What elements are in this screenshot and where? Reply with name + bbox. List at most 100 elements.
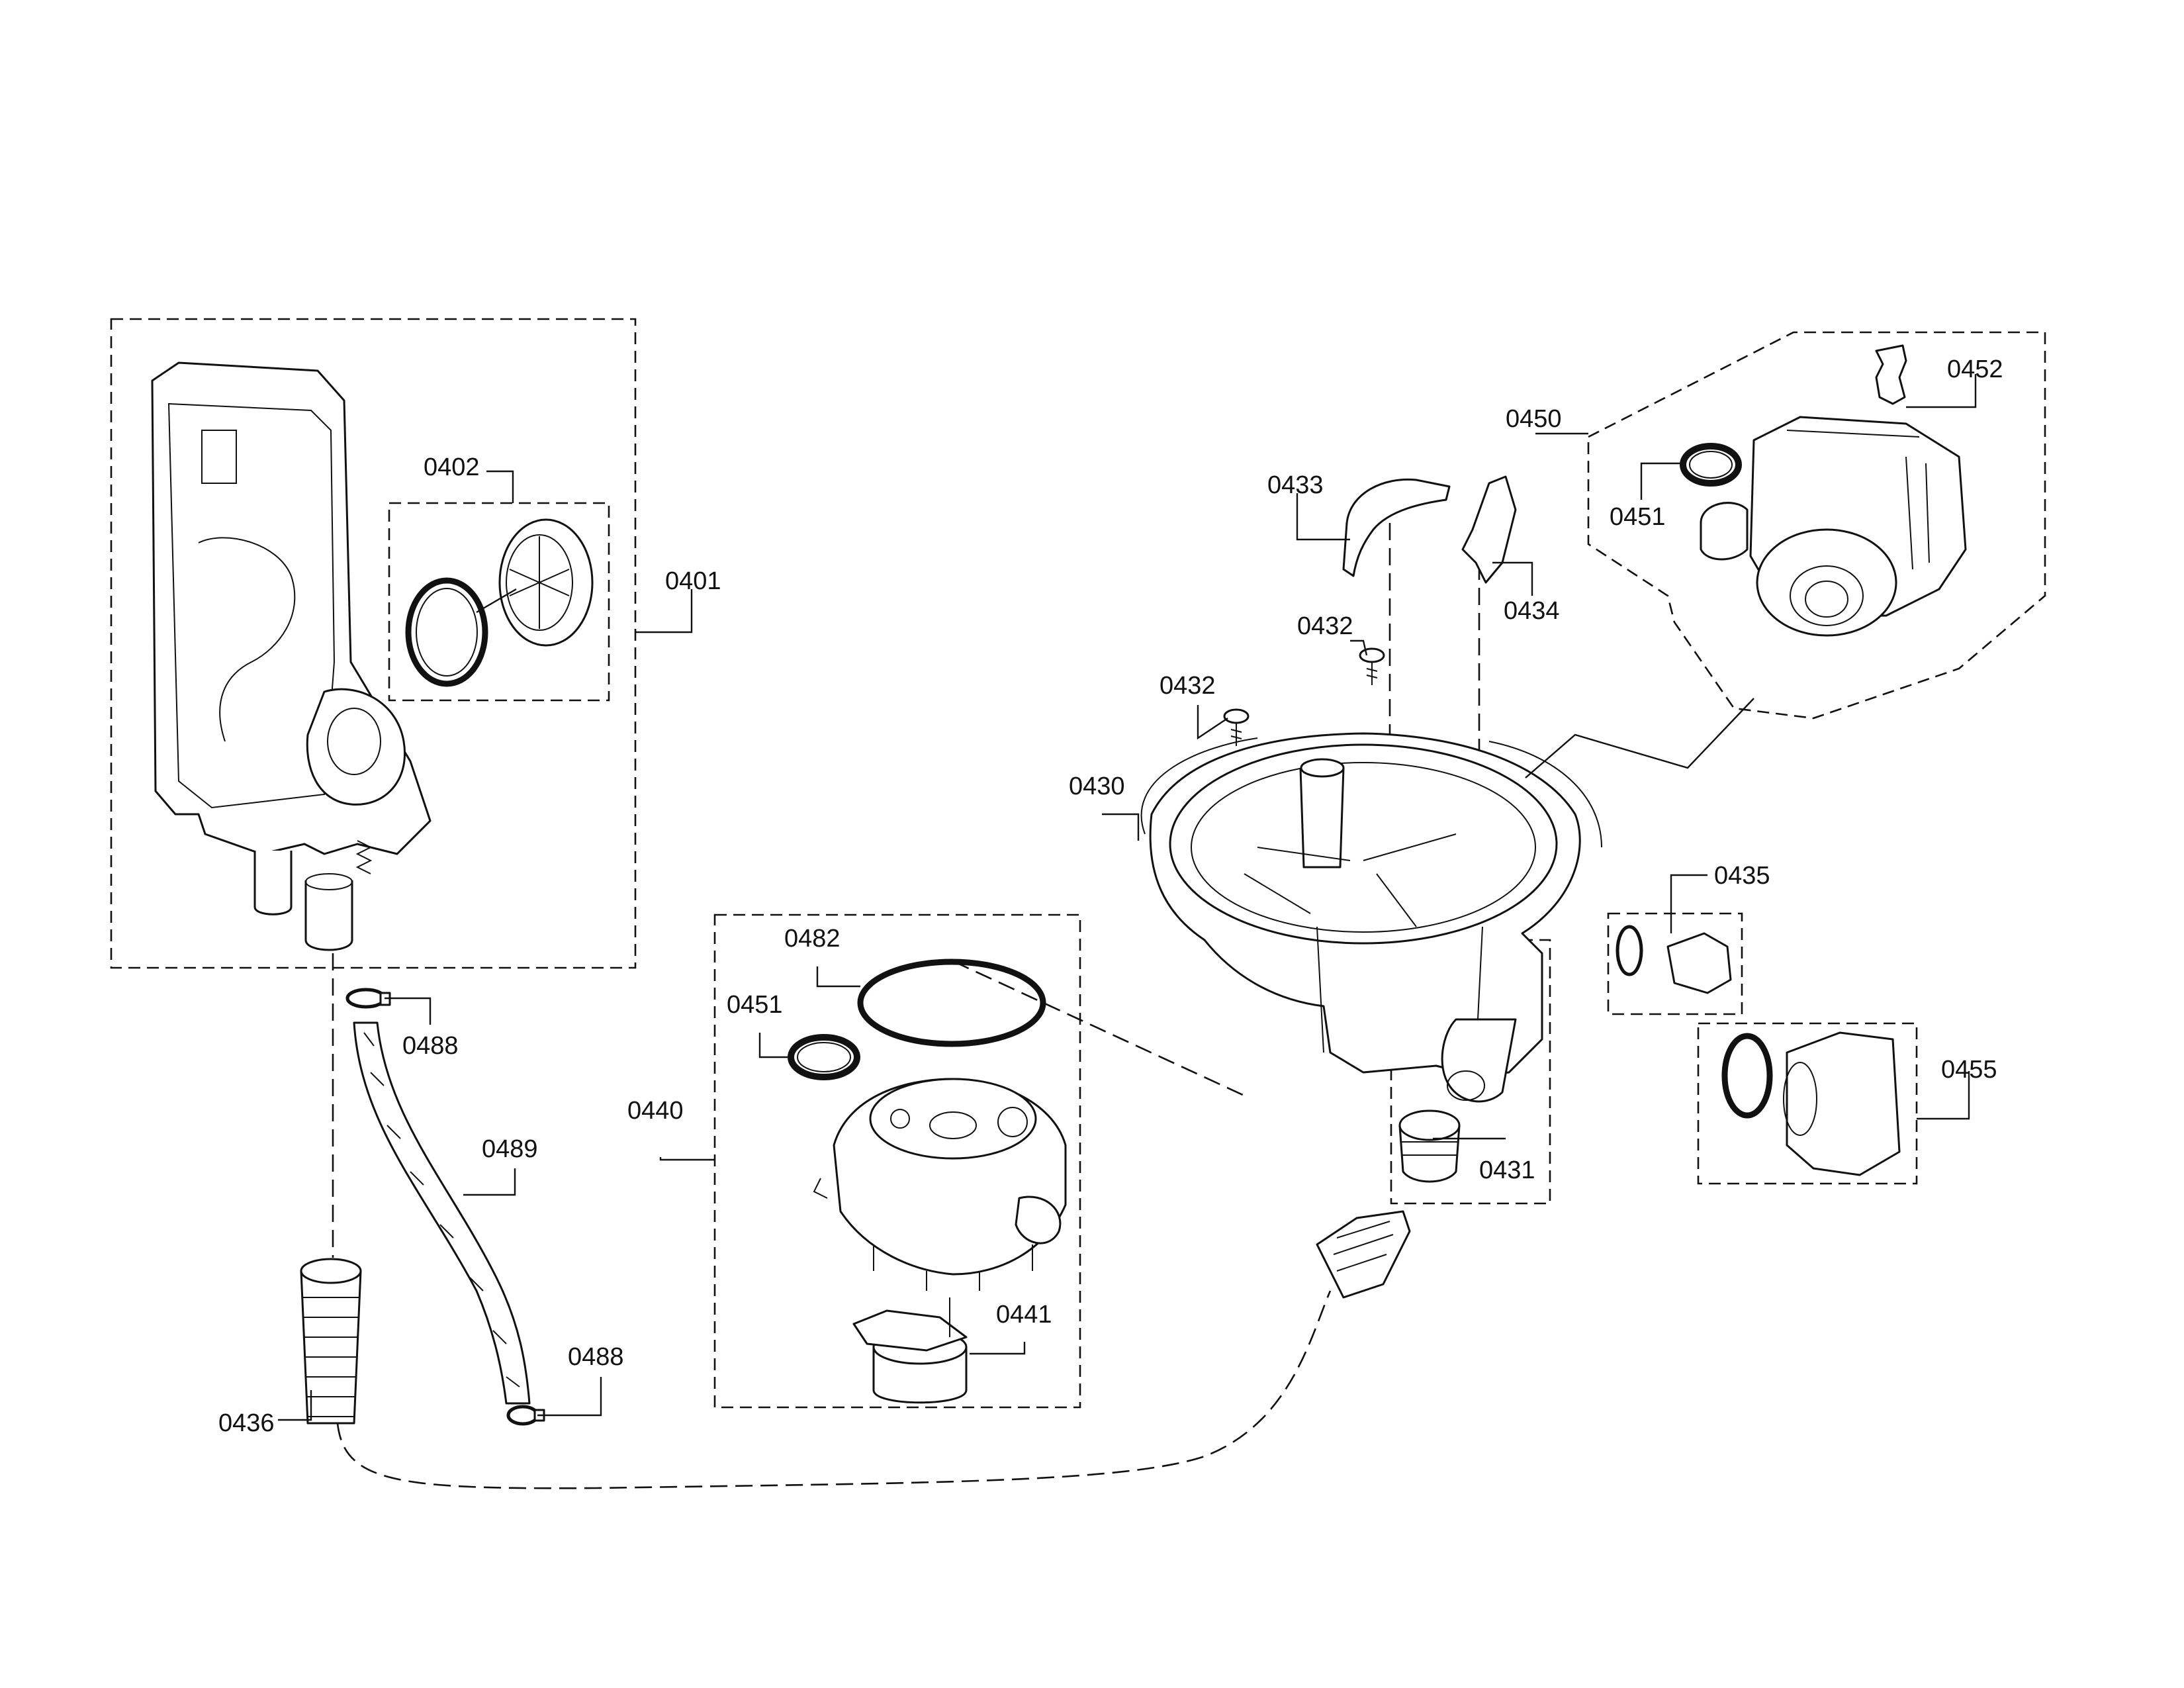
pump-ribs xyxy=(1786,430,1930,570)
part-0452-mount xyxy=(1875,344,1907,405)
mount-body xyxy=(1875,344,1907,405)
part-0440-pump-housing xyxy=(813,1078,1067,1291)
part-0434-bracket xyxy=(1461,475,1517,584)
part-0435-sensor xyxy=(1615,925,1732,994)
pump-inlet-inner xyxy=(1805,581,1848,618)
assembly-line-drain-hose xyxy=(336,1290,1332,1489)
label-0450: 0450 xyxy=(1506,405,1562,433)
housing-outlet-right xyxy=(304,880,353,951)
sump-ribs xyxy=(1244,833,1457,927)
label-0435: 0435 xyxy=(1714,862,1770,890)
leader-0489 xyxy=(463,1168,516,1196)
pump-outlet-stub xyxy=(1700,502,1749,561)
leader-0433 xyxy=(1296,493,1350,541)
motor-bracket xyxy=(852,1309,968,1352)
leader-0441 xyxy=(970,1342,1026,1355)
assembly-line-0440 xyxy=(952,960,1245,1097)
leader-0402 xyxy=(486,470,514,503)
clamp-upper-ring xyxy=(345,988,387,1009)
leader-0488b xyxy=(537,1377,602,1417)
heater-port xyxy=(1783,1062,1817,1136)
part-0432-screw-upper xyxy=(1359,647,1385,685)
housing-spring xyxy=(355,840,373,874)
sensor-body xyxy=(1666,932,1732,994)
label-0441: 0441 xyxy=(996,1301,1052,1329)
part-0433-clip xyxy=(1342,478,1451,577)
screw-lower-head xyxy=(1223,708,1250,724)
label-0488b: 0488 xyxy=(568,1343,624,1371)
housing-outlet-opening xyxy=(305,873,353,890)
drain-hose-ribs xyxy=(302,1297,359,1417)
leader-0432a xyxy=(1350,639,1368,656)
group-box-0402 xyxy=(388,502,610,702)
valve-rim xyxy=(506,534,573,631)
leader-0435 xyxy=(1670,874,1707,933)
leader-0430 xyxy=(1102,813,1140,841)
leader-0451a xyxy=(758,1033,791,1058)
pump-volute xyxy=(1756,528,1897,637)
part-0441-motor xyxy=(852,1297,968,1404)
sump-outlet xyxy=(1441,1018,1517,1103)
label-0431: 0431 xyxy=(1479,1156,1535,1184)
label-0430: 0430 xyxy=(1069,773,1125,800)
filter-body xyxy=(1398,1125,1461,1183)
leader-0432b xyxy=(1197,705,1228,740)
group-box-0440 xyxy=(713,914,1081,1409)
part-0402-valve xyxy=(405,518,594,687)
part-0482-seal xyxy=(857,959,1046,1047)
clamp-center-inner xyxy=(797,1042,851,1072)
leader-lines xyxy=(278,374,1977,1421)
label-0482: 0482 xyxy=(784,925,841,953)
drain-hose-body xyxy=(300,1270,362,1425)
drain-hose-top xyxy=(300,1258,362,1284)
drain-fitting-body xyxy=(1316,1210,1411,1299)
part-0401-housing xyxy=(151,361,432,951)
filter-ribs xyxy=(1402,1141,1457,1156)
label-0440: 0440 xyxy=(627,1097,684,1125)
label-0455: 0455 xyxy=(1941,1056,1997,1084)
part-0436-drain-hose xyxy=(300,1258,362,1425)
group-box-0435 xyxy=(1607,912,1743,1015)
pump-housing-hub xyxy=(929,1111,977,1139)
part-0432-screw-lower xyxy=(1223,708,1250,746)
valve-body xyxy=(498,518,594,647)
leader-0436 xyxy=(278,1390,312,1421)
group-box-0450 xyxy=(1587,331,2046,720)
hose-body xyxy=(353,1021,531,1405)
heater-body xyxy=(1786,1031,1901,1176)
part-0431-filter xyxy=(1398,1109,1461,1183)
label-0432a: 0432 xyxy=(1297,612,1353,640)
screw-lower-shank xyxy=(1230,723,1242,746)
sensor-oring xyxy=(1615,925,1643,976)
housing-channel xyxy=(198,537,296,742)
valve-spokes xyxy=(509,536,570,629)
sump-gasket-outline xyxy=(1140,737,1602,848)
housing-window xyxy=(201,430,237,484)
label-0489: 0489 xyxy=(482,1135,538,1163)
heater-oring xyxy=(1721,1033,1773,1119)
clamp-pump-inner xyxy=(1689,451,1733,479)
bracket-body xyxy=(1461,475,1517,584)
pump-inlet xyxy=(1790,565,1864,626)
clip-body xyxy=(1342,478,1451,577)
group-box-0401 xyxy=(110,318,637,969)
part-labels: 0401 0402 0430 0431 0432 0432 0433 0434 … xyxy=(218,355,2003,1437)
screw-upper-shank xyxy=(1366,662,1378,685)
label-0451b: 0451 xyxy=(1610,503,1666,531)
sump-rim-inner xyxy=(1191,762,1536,933)
part-0430-sump xyxy=(1140,732,1602,1103)
leader-0482 xyxy=(816,966,860,988)
group-box-0455 xyxy=(1697,1022,1918,1185)
pump-housing-hole-2 xyxy=(997,1107,1028,1137)
clamp-pump-ring xyxy=(1680,443,1742,487)
leader-0401 xyxy=(635,589,693,633)
leader-0455 xyxy=(1917,1071,1970,1120)
part-0450-pump xyxy=(1700,416,1967,637)
leader-0452 xyxy=(1906,374,1977,408)
connector-pump-sump xyxy=(1525,698,1754,778)
group-boxes xyxy=(110,318,2046,1409)
pump-housing-outlet xyxy=(1015,1196,1062,1244)
pump-housing-top xyxy=(869,1078,1037,1160)
label-0401: 0401 xyxy=(665,567,721,595)
